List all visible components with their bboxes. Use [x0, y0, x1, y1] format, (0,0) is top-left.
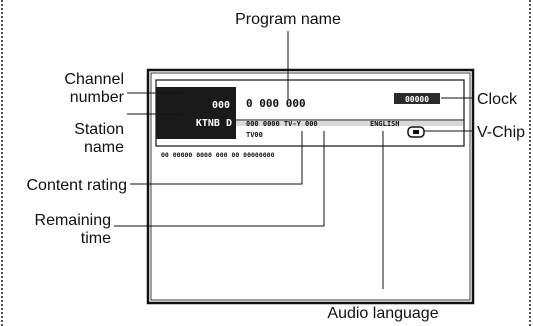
- rating-sub-value: TV00: [246, 131, 263, 139]
- v-chip-label: V-Chip: [477, 124, 525, 141]
- clock-value: 00000: [405, 95, 429, 104]
- station-name-value: KTNB D: [196, 118, 232, 129]
- remaining-time-label-line1: Remaining: [35, 212, 111, 229]
- program-name-label: Program name: [235, 11, 341, 28]
- clock-label: Clock: [477, 91, 518, 108]
- channel-block: [156, 87, 236, 139]
- audio-language-value: ENGLISH: [370, 120, 400, 128]
- content-rating-label: Content rating: [26, 177, 127, 194]
- content-rating-leader: [130, 131, 303, 185]
- station-name-label-line2: name: [84, 139, 124, 156]
- channel-number-value: 000: [212, 100, 230, 111]
- channel-number-label-line2: number: [70, 89, 125, 106]
- info-row-value: 00 00000 0000 000 00 00000000: [161, 151, 275, 159]
- clock-badge: [394, 93, 440, 104]
- station-name-label-line1: Station: [74, 121, 124, 138]
- remaining-time-leader: [114, 131, 325, 227]
- info-banner-shade: [157, 121, 463, 126]
- rating-row-value: 000 0000 TV-Y 000: [246, 120, 318, 128]
- left-edge-dotted-line: [1, 0, 6, 326]
- right-edge-dotted-line: [529, 0, 533, 326]
- program-name-value: 0 000 000: [246, 97, 306, 110]
- audio-language-label: Audio language: [327, 305, 438, 322]
- v-chip-icon-inner: [413, 130, 419, 134]
- channel-number-label-line1: Channel: [64, 71, 124, 88]
- tv-screen-inner-border: [150, 72, 471, 301]
- remaining-time-label-line2: time: [81, 230, 111, 247]
